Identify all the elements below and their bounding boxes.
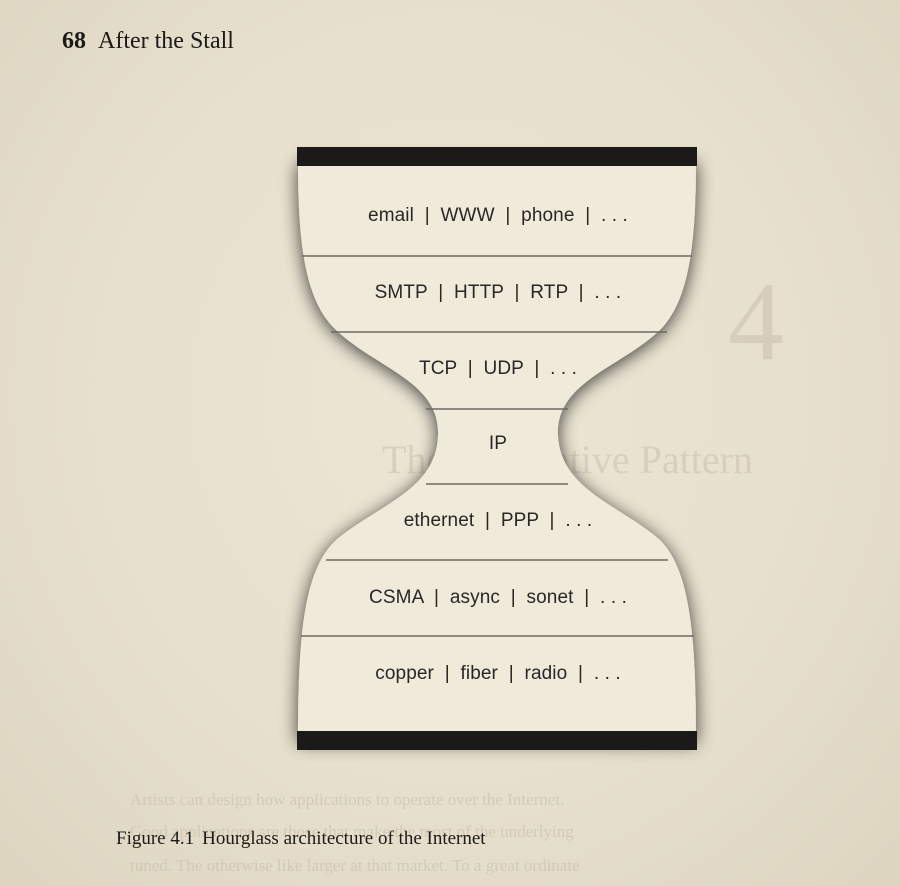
caption-label: Figure 4.1 <box>116 828 195 849</box>
top-cap-bar <box>297 147 697 166</box>
layer-physical: copper | fiber | radio | . . . <box>375 663 621 684</box>
figure-caption: Figure 4.1 Hourglass architecture of the … <box>116 828 486 850</box>
hourglass-body <box>298 160 696 740</box>
bottom-cap-bar <box>297 731 697 750</box>
layer-internet: IP <box>488 433 508 454</box>
bleed-line: Good applications are those that make th… <box>130 822 574 841</box>
layer-transport: TCP | UDP | . . . <box>418 358 578 379</box>
layer-access: CSMA | async | sonet | . . . <box>369 587 627 608</box>
bleed-line: tuned. The otherwise like larger at that… <box>130 856 580 875</box>
layer-application-protocols: SMTP | HTTP | RTP | . . . <box>374 282 622 303</box>
running-title: After the Stall <box>98 28 234 54</box>
layer-applications: email | WWW | phone | . . . <box>368 205 628 226</box>
caption-text: Hourglass architecture of the Internet <box>202 828 486 849</box>
layer-dividers <box>301 255 694 637</box>
running-head: 68 After the Stall <box>62 28 234 55</box>
bleed-line: Artists can design how applications to o… <box>130 790 565 809</box>
page-number: 68 <box>62 28 86 54</box>
bleed-chapter-number: 4 <box>728 260 784 384</box>
layer-link: ethernet | PPP | . . . <box>403 510 593 531</box>
